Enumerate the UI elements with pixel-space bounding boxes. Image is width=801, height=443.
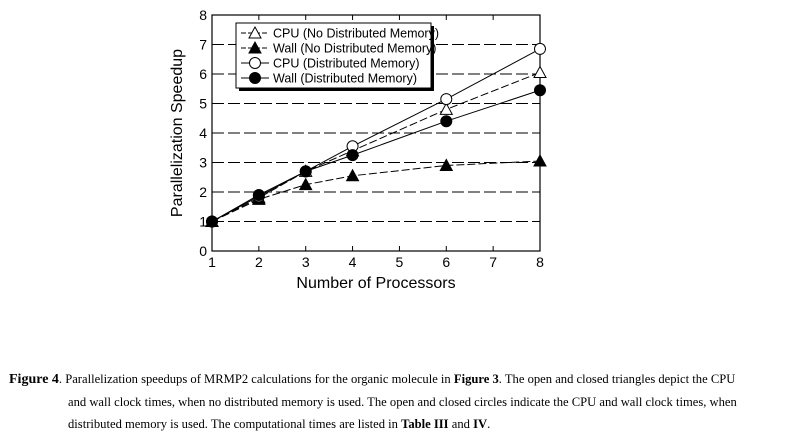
series-3 [206, 84, 546, 228]
legend-label: CPU (Distributed Memory) [273, 57, 420, 71]
x-tick-label: 1 [208, 254, 216, 270]
y-tick-label: 2 [199, 184, 207, 200]
data-point-filled-triangle [533, 153, 547, 167]
y-axis-title: Parallelization Speedup [169, 49, 186, 217]
caption-text: distributed memory is used. The computat… [68, 417, 402, 431]
x-tick-label: 8 [536, 254, 544, 270]
x-tick-label: 4 [349, 254, 357, 270]
series-group [205, 42, 547, 228]
legend-box [235, 22, 432, 89]
caption-ref: Figure 3 [453, 372, 499, 386]
data-point-open-triangle [533, 65, 547, 79]
data-point-filled-circle [252, 188, 265, 201]
caption-ref: IV [473, 417, 488, 431]
x-tick-label: 3 [302, 254, 310, 270]
y-tick-label: 6 [199, 66, 207, 82]
data-point-filled-circle [299, 165, 312, 178]
y-tick-label: 5 [199, 96, 207, 112]
x-tick-label: 6 [442, 254, 450, 270]
caption-text: . Parallelization speedups of MRMP2 calc… [58, 372, 454, 386]
caption-text: and wall clock times, when no distribute… [68, 395, 737, 409]
legend: CPU (No Distributed Memory)Wall (No Dist… [235, 22, 439, 91]
series-line [211, 48, 541, 222]
x-tick-label: 7 [489, 254, 497, 270]
figure-caption: Figure 4. Parallelization speedups of MR… [9, 368, 799, 435]
data-point-filled-triangle [345, 168, 360, 182]
y-tick-label: 0 [199, 243, 207, 259]
data-point-filled-triangle [248, 40, 262, 54]
caption-label: Figure 4 [9, 372, 59, 387]
data-point-filled-circle [249, 72, 261, 84]
data-point-open-circle [249, 57, 261, 69]
y-tick-label: 3 [199, 155, 207, 171]
x-axis-title: Number of Processors [296, 275, 455, 292]
data-point-filled-triangle [298, 177, 313, 191]
data-point-filled-triangle [439, 158, 454, 171]
data-point-open-triangle [248, 25, 262, 39]
y-tick-label: 1 [199, 214, 207, 230]
data-point-open-triangle [439, 102, 454, 115]
caption-ref: Table III [401, 417, 449, 431]
data-point-filled-circle [346, 149, 359, 162]
data-point-open-circle [440, 93, 453, 106]
series-line [211, 72, 541, 222]
x-tick-label: 2 [255, 254, 263, 270]
y-tick-label: 8 [199, 7, 207, 23]
data-point-open-circle [534, 42, 546, 55]
caption-text: and [448, 417, 474, 431]
series-line [211, 160, 541, 222]
data-point-filled-circle [534, 84, 546, 97]
data-point-filled-circle [206, 215, 218, 228]
legend-label: Wall (No Distributed Memory) [273, 42, 436, 56]
x-tick-label: 5 [396, 254, 404, 270]
legend-label: Wall (Distributed Memory) [273, 72, 417, 86]
legend-label: CPU (No Distributed Memory) [273, 27, 439, 41]
y-tick-label: 7 [199, 37, 207, 53]
data-point-filled-circle [440, 115, 453, 128]
y-tick-label: 4 [199, 125, 207, 141]
caption-text: . The open and closed triangles depict t… [498, 372, 736, 386]
series-line [211, 89, 541, 222]
caption-text: . [487, 417, 491, 431]
